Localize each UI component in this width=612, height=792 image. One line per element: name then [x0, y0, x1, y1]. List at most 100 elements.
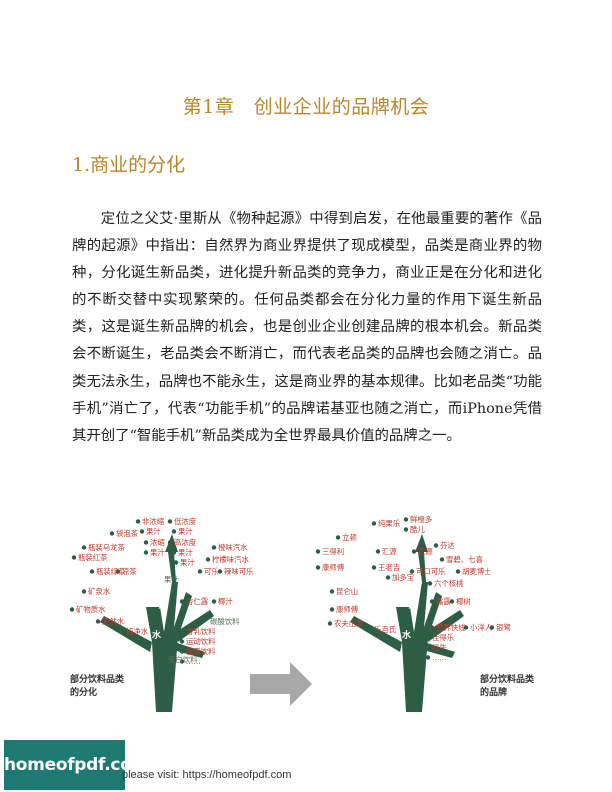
right-leaf-dot-13 — [455, 569, 461, 574]
left-label-25: 运动饮料 — [186, 637, 216, 646]
right-leaf-dot-10 — [439, 557, 445, 562]
left-label-7: 瓶装乌龙茶 — [88, 543, 126, 552]
right-label-25: 银鹭 — [496, 623, 511, 632]
right-label-8: 康师傅 — [322, 563, 345, 572]
right-label-20: 农夫山泉 — [334, 619, 364, 628]
left-leaf-dot-3 — [171, 529, 177, 534]
right-label-0: 纯果乐 — [378, 519, 401, 528]
left-leaf-dot-13 — [89, 569, 95, 574]
right-tree-branch — [426, 610, 464, 642]
right-leaf-dot-16 — [429, 599, 435, 604]
right-label-28: …… — [432, 653, 447, 662]
right-leaf-dot-27 — [425, 645, 431, 650]
left-leaf-dot-23 — [119, 629, 125, 634]
right-label-24: 小洋人 — [470, 623, 493, 632]
left-label-11: 凉茶 — [122, 567, 137, 576]
left-label-12: 果汁 — [180, 558, 195, 567]
arrow-icon — [250, 662, 312, 706]
right-leaf-dot-18 — [329, 589, 335, 594]
right-label-6: 汇源 — [418, 547, 433, 556]
left-branch-label-0: 果汁 — [164, 575, 179, 584]
right-caption-line2: 的品牌 — [480, 686, 507, 698]
left-label-27: …… — [186, 657, 201, 666]
left-caption-line2: 的分化 — [70, 686, 97, 698]
right-label-10: 雪碧、七喜 — [446, 555, 484, 564]
left-leaf-dot-12 — [173, 560, 179, 565]
left-leaf-dot-21 — [69, 607, 75, 612]
left-label-17: 可乐 — [204, 567, 219, 576]
left-label-6: 高浓度 — [174, 538, 197, 547]
right-label-16: 露露 — [436, 597, 451, 606]
left-label-3: 果汁 — [178, 527, 193, 536]
right-label-5: 汇源 — [382, 547, 397, 556]
right-label-1: 鲜橙多 — [410, 515, 432, 524]
right-leaf-dot-20 — [327, 621, 333, 626]
right-trunk-label-tea: 茶 — [407, 599, 418, 611]
right-tree-branch — [415, 534, 428, 552]
right-label-3: 立顿 — [342, 533, 357, 542]
left-label-16: 辣味可乐 — [224, 567, 254, 576]
footer-link-text[interactable]: please visit: https://homeofpdf.com — [122, 769, 292, 781]
right-label-11: 加多宝 — [392, 573, 414, 582]
right-label-26: 佳得乐 — [432, 633, 455, 642]
right-label-27: 红牛 — [432, 643, 447, 652]
left-label-20: 椰汁 — [218, 597, 233, 606]
left-leaf-dot-0 — [135, 519, 141, 524]
right-label-15: 六个核桃 — [434, 579, 464, 588]
right-label-2: 酷儿 — [410, 525, 425, 534]
left-leaf-dot-14 — [211, 545, 217, 550]
right-leaf-dot-19 — [329, 607, 335, 612]
left-leaf-dot-22 — [95, 619, 101, 624]
left-label-18: 矿泉水 — [88, 587, 111, 596]
right-tree: 茶 水 部分饮料品类 的品牌 — [350, 534, 535, 712]
left-label-24: 含乳饮料 — [186, 627, 216, 636]
left-leaf-dot-25 — [179, 639, 185, 644]
left-label-26: 能量饮料 — [186, 647, 216, 656]
right-leaf-dot-12 — [409, 569, 415, 574]
left-label-2: 果汁 — [146, 527, 161, 536]
right-leaf-dot-24 — [463, 625, 469, 630]
right-tree-labels: 纯果乐鲜橙多酷儿立顿三得利汇源汇源芬达康师傅王老吉雪碧、七喜加多宝可口可乐胡麦博… — [315, 515, 511, 662]
right-label-12: 可口可乐 — [416, 567, 446, 576]
left-leaf-dot-7 — [81, 545, 87, 550]
left-leaf-dot-4 — [109, 531, 115, 536]
left-label-9: 果汁 — [178, 548, 193, 557]
right-leaf-dot-0 — [371, 521, 377, 526]
right-label-13: 胡麦博士 — [462, 567, 492, 576]
right-leaf-dot-21 — [367, 627, 373, 632]
left-tree-branch — [100, 616, 152, 652]
right-leaf-dot-7 — [433, 543, 439, 548]
left-leaf-dot-9 — [171, 550, 177, 555]
left-leaf-dot-27 — [179, 659, 185, 664]
right-leaf-dot-28 — [425, 655, 431, 660]
left-label-15: 柠檬味汽水 — [212, 555, 250, 564]
right-leaf-dot-3 — [335, 535, 341, 540]
section-title: 1.商业的分化 — [72, 154, 186, 176]
right-label-9: 王老吉 — [378, 563, 400, 572]
site-logo[interactable]: homeofpdf.com — [4, 740, 149, 790]
left-leaf-dot-19 — [179, 599, 185, 604]
left-leaf-dot-5 — [143, 540, 149, 545]
left-leaf-dot-10 — [71, 555, 77, 560]
right-label-19: 康师傅 — [336, 605, 359, 614]
right-leaf-dot-26 — [425, 635, 431, 640]
left-label-21: 矿物质水 — [76, 605, 106, 614]
left-leaf-dot-6 — [167, 540, 173, 545]
left-label-4: 袋泡茶 — [116, 529, 139, 538]
left-trunk-label-water: 水 — [152, 629, 162, 641]
right-leaf-dot-6 — [411, 549, 417, 554]
left-leaf-dot-24 — [179, 629, 185, 634]
right-tree-branch — [423, 642, 455, 658]
left-tree-labels: 非浓缩低浓度果汁果汁袋泡茶浓缩高浓度瓶装乌龙茶果汁果汁瓶装红茶凉茶果汁瓶装绿茶橙… — [69, 517, 254, 666]
left-branch-label-2: 蛋白饮料 — [168, 655, 198, 664]
left-tree-branch — [168, 552, 176, 582]
right-leaf-dot-9 — [371, 565, 377, 570]
left-label-0: 非浓缩 — [142, 517, 165, 526]
left-tree: 茶 水 部分饮料品类 的分化 — [70, 534, 214, 712]
left-leaf-dot-26 — [179, 649, 185, 654]
left-label-22: 天然水 — [102, 617, 125, 626]
right-label-18: 昆仑山 — [336, 587, 358, 596]
left-tree-branch — [176, 610, 214, 642]
left-label-1: 低浓度 — [174, 517, 197, 526]
left-tree-branch — [173, 642, 205, 658]
